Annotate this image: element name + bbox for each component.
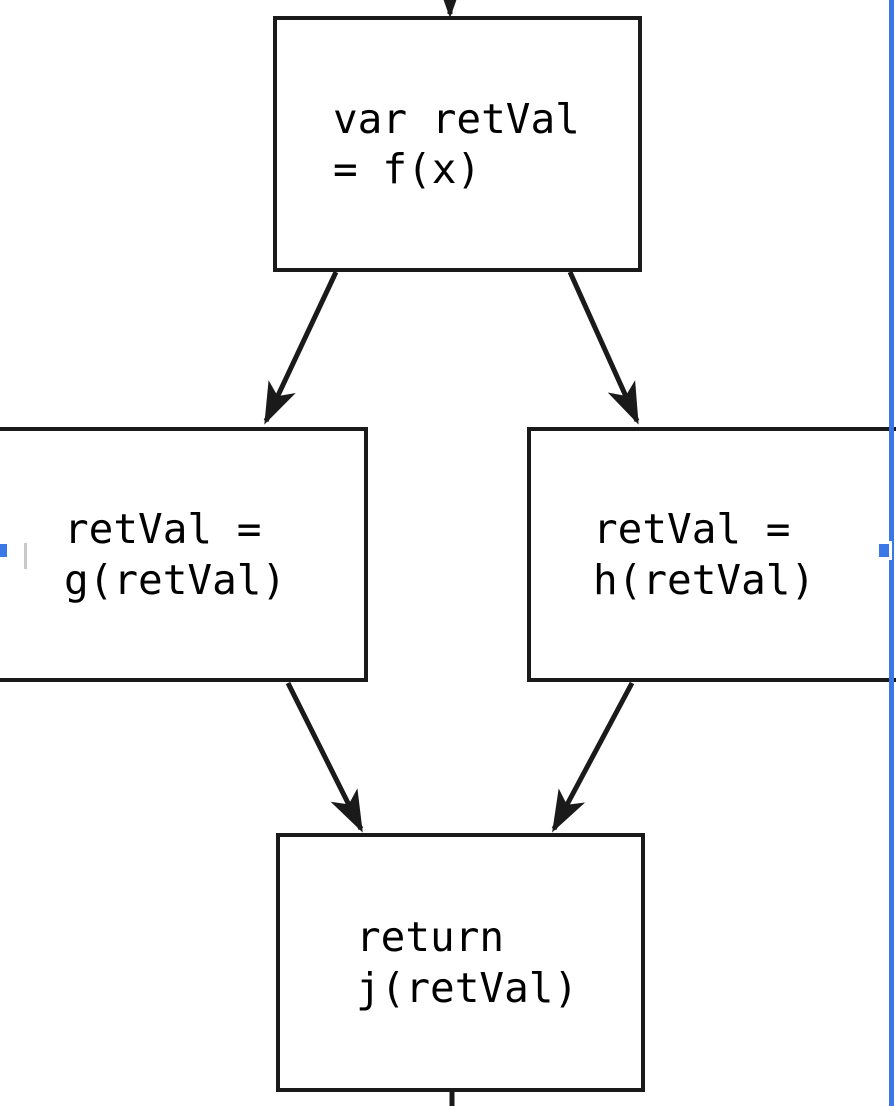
h-retval-node-label: retVal = h(retVal): [593, 505, 816, 604]
text-caret: [24, 543, 27, 569]
selection-handle-left[interactable]: [0, 541, 10, 560]
h-retval-node[interactable]: retVal = h(retVal): [527, 427, 896, 682]
edge-entry-to-right: [567, 270, 640, 425]
edge-entry-to-left: [263, 270, 339, 425]
g-retval-node-label: retVal = g(retVal): [64, 505, 287, 604]
var-retval-node-label: var retVal = f(x): [333, 94, 580, 193]
edge-left-to-exit: [285, 681, 364, 833]
edge-right-to-exit: [551, 681, 635, 833]
selection-handle-right[interactable]: [876, 541, 892, 560]
return-node-label: return j(retVal): [356, 913, 579, 1012]
var-retval-node[interactable]: var retVal = f(x): [273, 16, 642, 272]
g-retval-node[interactable]: retVal = g(retVal): [0, 427, 368, 682]
return-node[interactable]: return j(retVal): [276, 833, 645, 1092]
